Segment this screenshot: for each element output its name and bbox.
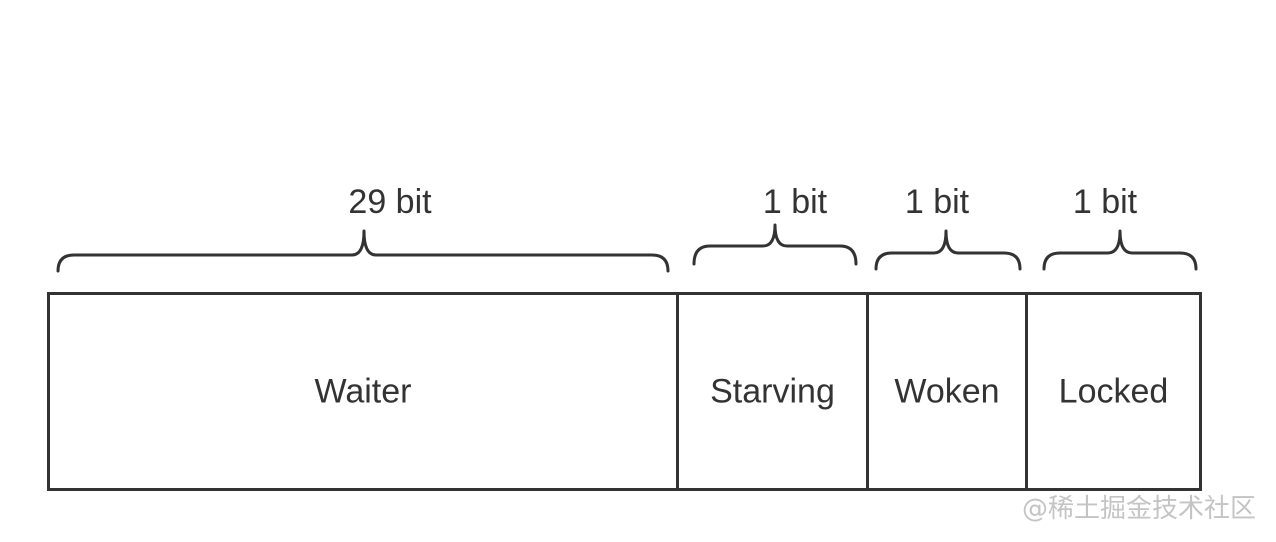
brace-locked bbox=[1042, 229, 1198, 271]
bits-label-waiter: 29 bit bbox=[348, 183, 432, 221]
bits-label-locked: 1 bit bbox=[1072, 183, 1138, 221]
field-starving: Starving bbox=[676, 292, 869, 491]
brace-waiter bbox=[56, 229, 670, 273]
field-waiter: Waiter bbox=[47, 292, 679, 491]
field-label-waiter: Waiter bbox=[314, 372, 412, 410]
field-woken: Woken bbox=[866, 292, 1028, 491]
bits-label-woken: 1 bit bbox=[904, 183, 970, 221]
field-label-starving: Starving bbox=[710, 372, 835, 410]
field-label-woken: Woken bbox=[894, 372, 1000, 410]
field-label-locked: Locked bbox=[1058, 372, 1169, 410]
watermark: @稀土掘金技术社区 bbox=[1021, 494, 1256, 524]
bits-label-starving: 1 bit bbox=[762, 183, 828, 221]
brace-starving bbox=[692, 223, 858, 266]
field-locked: Locked bbox=[1025, 292, 1202, 491]
brace-woken bbox=[874, 229, 1022, 271]
